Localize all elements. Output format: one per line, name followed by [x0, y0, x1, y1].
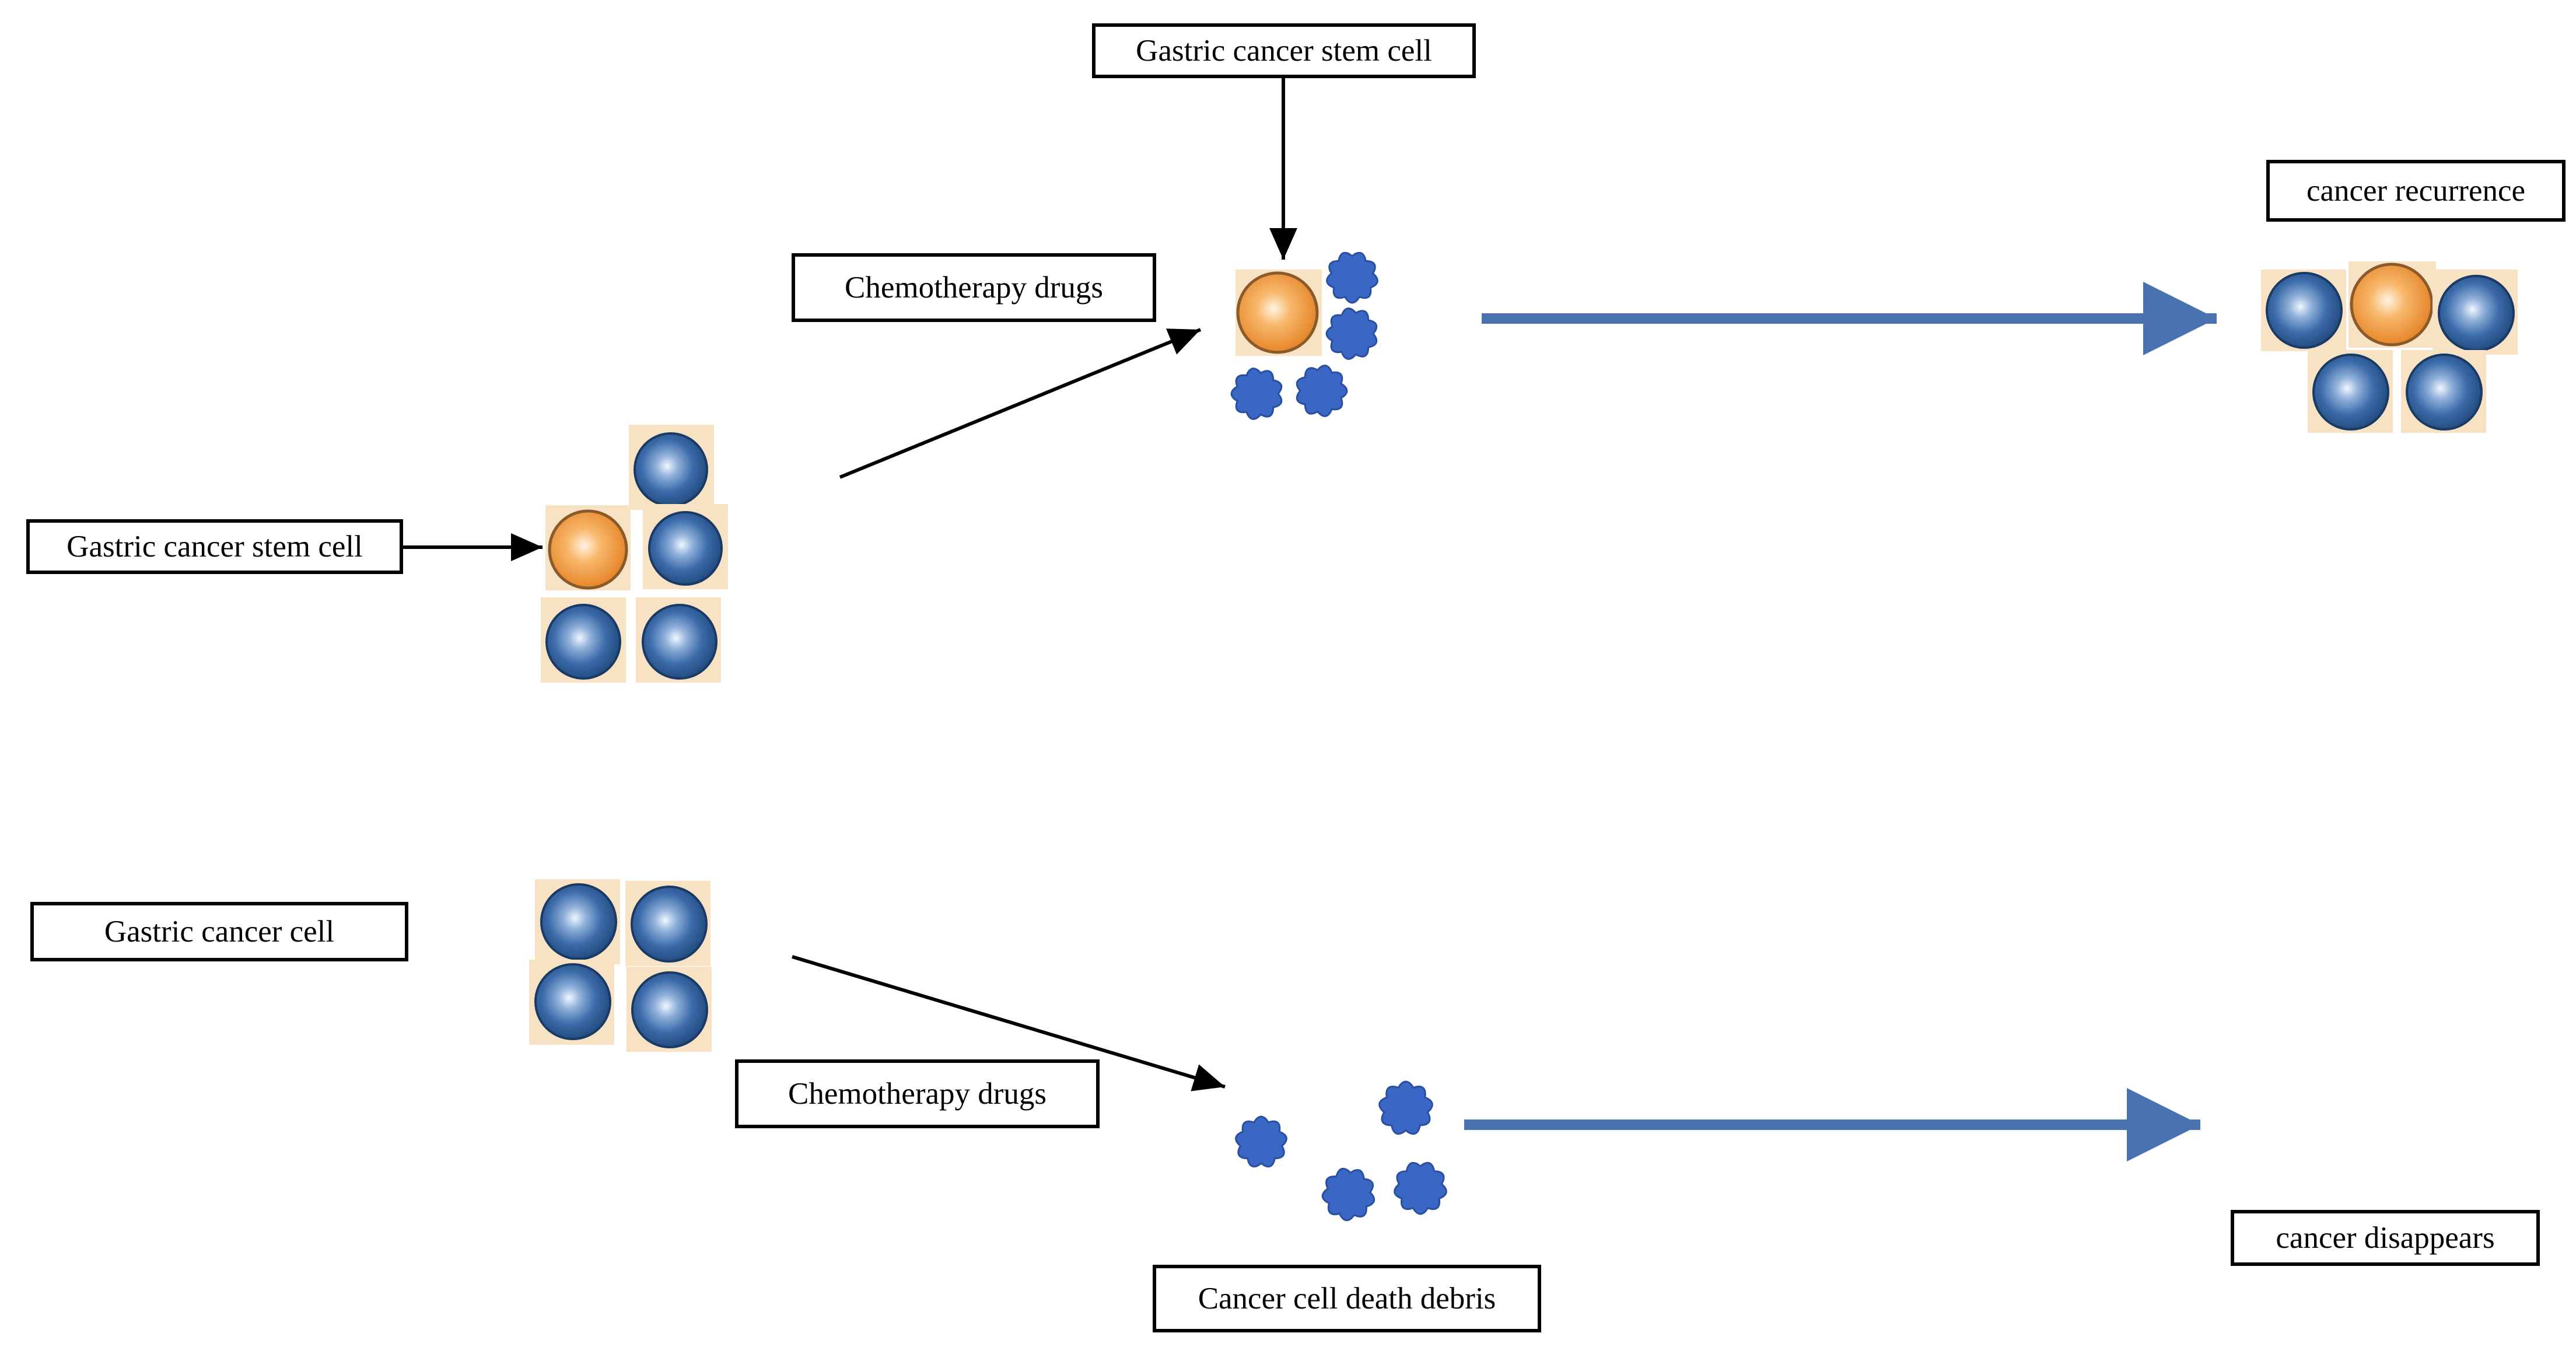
cancer-cell	[2312, 354, 2389, 431]
cancer-cell	[2406, 354, 2483, 431]
cancer-cell	[2266, 272, 2343, 349]
cell-debris-layer	[1230, 251, 1447, 1222]
label-stem-cell-left: Gastric cancer stem cell	[26, 519, 403, 574]
stem-cell	[2350, 263, 2434, 347]
stem-cell	[1236, 271, 1319, 354]
cancer-cell	[540, 883, 617, 960]
cancer-cell	[545, 604, 621, 680]
recurrence-cluster	[2261, 261, 2518, 433]
post-chemo-cluster-top	[1236, 270, 1322, 356]
cancer-cell	[648, 511, 723, 586]
cell-debris	[1235, 1115, 1287, 1168]
cell-debris	[1378, 1080, 1433, 1135]
cancer-cell-cluster-bottom	[529, 879, 712, 1052]
cancer-cell	[631, 971, 708, 1048]
chemo-arrow-top	[839, 328, 1202, 479]
cell-debris	[1321, 1167, 1376, 1222]
label-disappears: cancer disappears	[2231, 1210, 2540, 1266]
chemo-arrow-bottom	[792, 955, 1226, 1091]
cell-debris	[1296, 365, 1348, 417]
label-chemo-top: Chemotherapy drugs	[792, 253, 1156, 322]
label-chemo-bottom: Chemotherapy drugs	[735, 1059, 1100, 1128]
mixed-cell-cluster-left	[541, 425, 728, 683]
cell-debris	[1326, 251, 1378, 304]
cell-debris	[1230, 368, 1283, 420]
cancer-cell	[634, 432, 708, 507]
label-debris: Cancer cell death debris	[1153, 1265, 1541, 1332]
label-cancer-cell: Gastric cancer cell	[30, 902, 408, 961]
cancer-cell	[534, 963, 611, 1040]
cell-debris	[1394, 1161, 1447, 1215]
cancer-cell	[631, 886, 708, 963]
label-stem-cell-top: Gastric cancer stem cell	[1092, 23, 1476, 78]
cell-debris	[1325, 307, 1378, 360]
label-recurrence: cancer recurrence	[2266, 160, 2566, 222]
cancer-cell	[2438, 275, 2515, 352]
stem-cell	[548, 509, 628, 590]
cancer-cell	[642, 604, 718, 680]
